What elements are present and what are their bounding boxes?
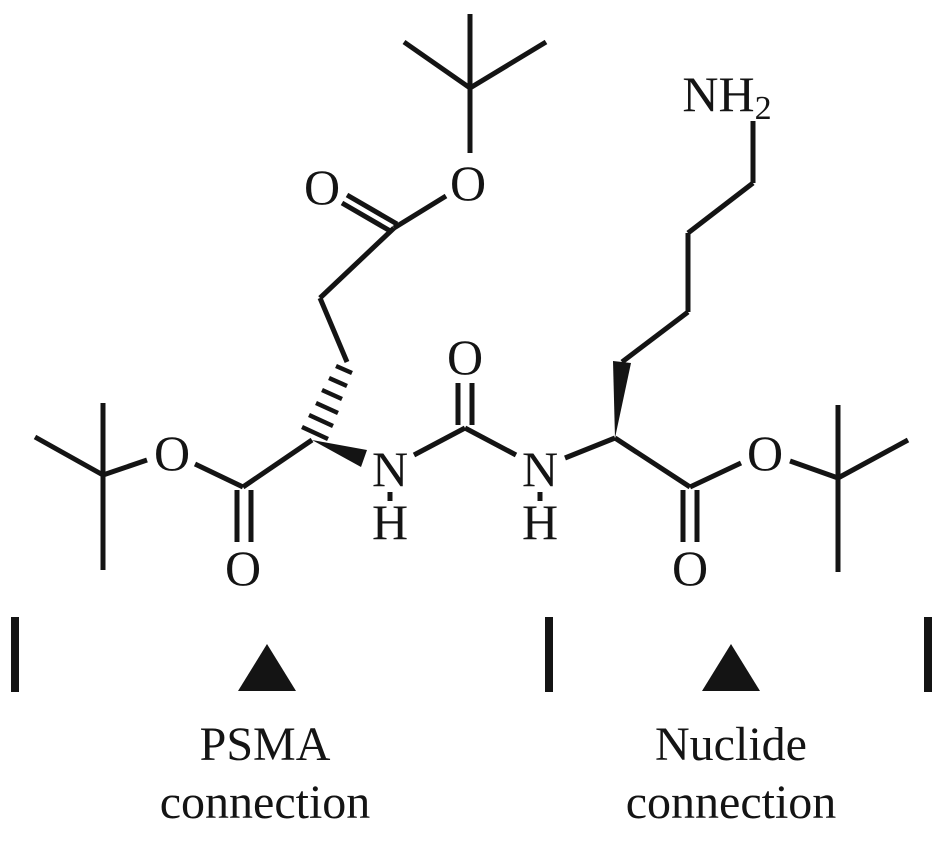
bond: [564, 435, 616, 461]
atom-label-nitrogen: N: [372, 441, 408, 497]
bond: [412, 425, 467, 458]
bond: [102, 457, 148, 478]
tert-butyl-group-top: [402, 14, 548, 153]
left-ester-group: [102, 437, 314, 542]
tert-butyl-group-right: [835, 405, 910, 572]
hash-mark: [321, 387, 343, 402]
atom-label-hydrogen: H: [372, 494, 408, 550]
amine-label-main: NH: [682, 66, 754, 122]
bond: [688, 460, 743, 490]
bond: [463, 425, 518, 458]
bond: [789, 458, 839, 481]
urea-group: [312, 383, 616, 501]
bold-wedge-bond: [613, 361, 631, 438]
psma-connection-label-line2: connection: [160, 776, 371, 829]
nuclide-connection-label-line1: Nuclide: [655, 718, 807, 771]
bond: [836, 437, 910, 481]
nuclide-connection-label-line2: connection: [626, 776, 837, 829]
atom-label-oxygen: O: [672, 540, 708, 596]
bond: [318, 226, 396, 300]
bond: [317, 297, 350, 363]
bond: [33, 434, 105, 478]
hash-mark: [335, 363, 353, 376]
bond: [392, 193, 448, 231]
atom-label-oxygen: O: [747, 425, 783, 481]
triangle-up-icon-nuclide: [702, 644, 760, 691]
atom-label-oxygen: O: [225, 540, 261, 596]
amine-label-subscript: 2: [755, 90, 772, 127]
bond: [193, 461, 245, 490]
atom-labels: O O O O O O O N H N H NH2: [154, 66, 783, 596]
bond: [613, 435, 692, 490]
atom-label-oxygen: O: [450, 155, 486, 211]
tert-butyl-group-left: [33, 403, 106, 570]
atom-label-hydrogen: H: [522, 494, 558, 550]
hashed-stereo-bond: [301, 363, 353, 442]
right-ester-group: [613, 435, 839, 542]
atom-label-oxygen: O: [447, 329, 483, 385]
bold-wedge-bond: [312, 440, 367, 467]
amine-label: NH2: [682, 66, 771, 127]
atom-label-oxygen: O: [304, 159, 340, 215]
psma-connection-label-line1: PSMA: [200, 718, 331, 771]
bond: [402, 39, 472, 91]
hash-mark: [308, 412, 334, 429]
double-bond-line: [340, 200, 394, 235]
double-bond-line: [345, 192, 399, 227]
bond: [620, 310, 690, 364]
annotation-markers: [11, 617, 932, 692]
atom-label-oxygen: O: [154, 425, 190, 481]
hash-mark: [301, 424, 329, 442]
hash-mark: [328, 375, 348, 389]
atom-label-nitrogen: N: [522, 441, 558, 497]
lysine-chain-group: [613, 121, 756, 438]
captions: PSMA connection Nuclide connection: [160, 718, 837, 829]
bond: [686, 181, 755, 235]
hash-mark: [315, 400, 339, 416]
bond: [468, 39, 548, 91]
bond: [241, 437, 314, 490]
triangle-up-icon-psma: [238, 644, 296, 691]
side-chain-ester-group: [317, 192, 448, 363]
